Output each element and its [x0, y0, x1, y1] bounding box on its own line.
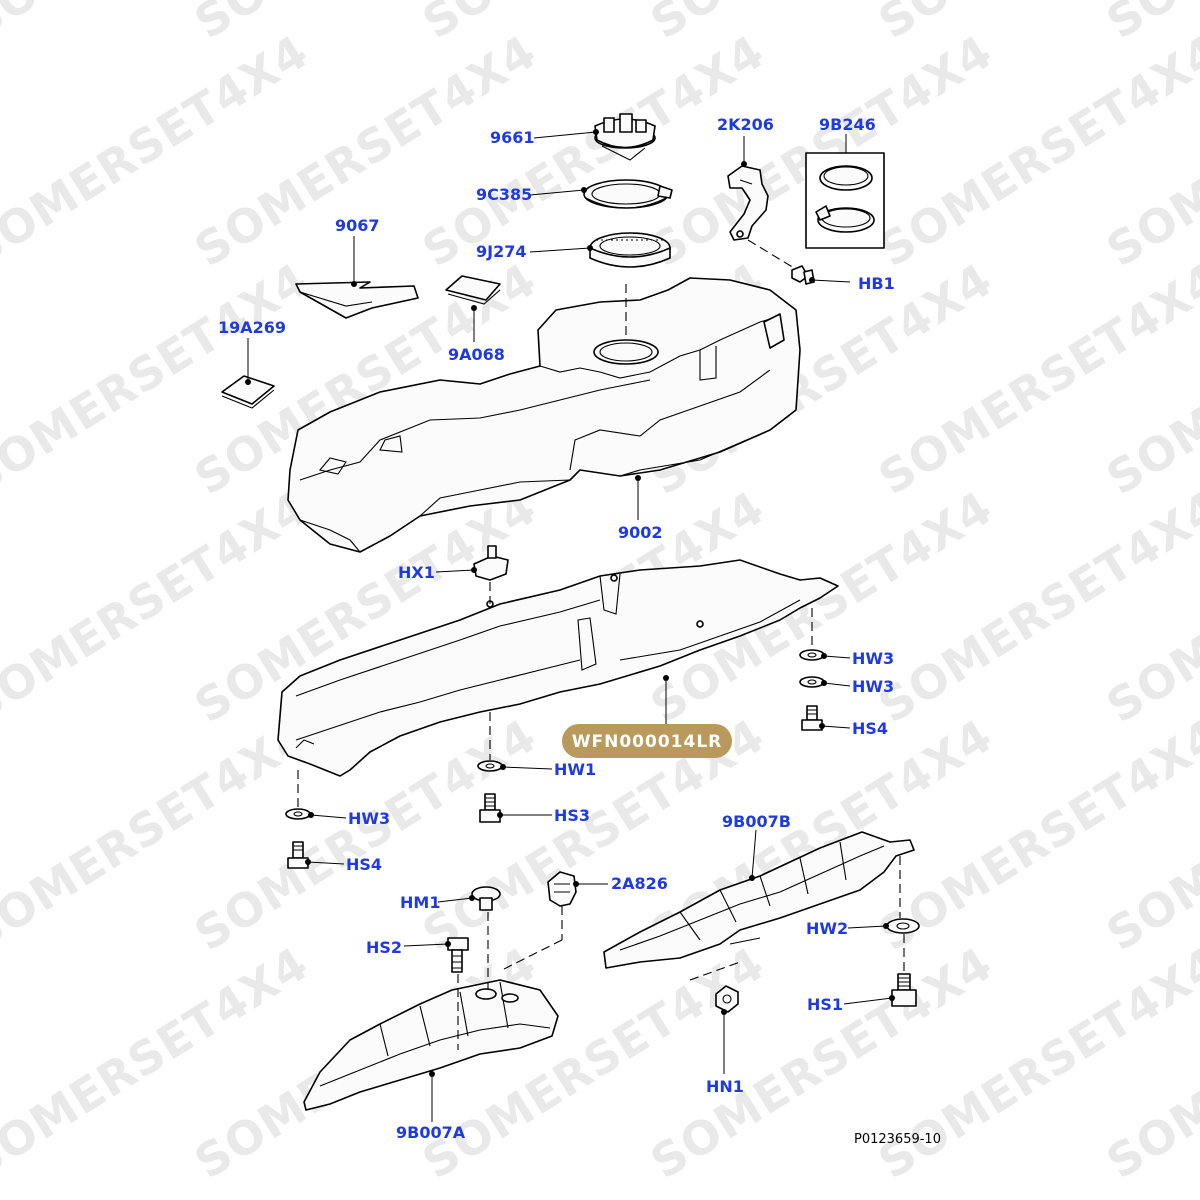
label-9b007b[interactable]: 9B007B — [722, 812, 791, 831]
label-9b007a[interactable]: 9B007A — [396, 1123, 466, 1142]
label-9j274[interactable]: 9J274 — [476, 242, 526, 261]
label-hw3-lower[interactable]: HW3 — [852, 677, 894, 696]
label-19a269[interactable]: 19A269 — [218, 318, 286, 337]
label-hs4-right[interactable]: HS4 — [852, 719, 888, 738]
washer-hw3-upper[interactable] — [799, 649, 825, 661]
label-hw3-left[interactable]: HW3 — [348, 809, 390, 828]
label-9002[interactable]: 9002 — [618, 523, 663, 542]
washer-hw1[interactable] — [477, 760, 503, 772]
badge-text: WFN000014LR — [572, 732, 723, 752]
label-9067[interactable]: 9067 — [335, 216, 380, 235]
skid-shield-wfn000014lr[interactable] — [277, 559, 839, 777]
leader-lines — [245, 129, 905, 1122]
nut-hn1[interactable] — [715, 985, 739, 1013]
seal-9j274[interactable] — [589, 232, 671, 268]
label-2a826[interactable]: 2A826 — [611, 874, 668, 893]
label-hw3-upper[interactable]: HW3 — [852, 649, 894, 668]
locking-ring-9c385[interactable] — [583, 179, 673, 209]
bolt-hs3[interactable] — [479, 793, 501, 823]
label-9661[interactable]: 9661 — [490, 128, 535, 147]
bracket-2k206[interactable] — [727, 165, 769, 241]
label-hb1[interactable]: HB1 — [858, 274, 895, 293]
washer-hw3-left[interactable] — [285, 808, 311, 820]
label-2k206[interactable]: 2K206 — [717, 115, 774, 134]
bolt-hs4-left[interactable] — [287, 841, 309, 869]
heat-shield-9b007b[interactable] — [603, 831, 915, 969]
label-9b246[interactable]: 9B246 — [819, 115, 876, 134]
clamp-kit-9b246[interactable] — [805, 152, 885, 249]
pad-9067[interactable] — [295, 281, 419, 319]
part-labels: 9661 9C385 9J274 2K206 9B246 HB1 9067 9A… — [218, 115, 895, 1142]
label-hx1[interactable]: HX1 — [398, 563, 435, 582]
pin-hm1[interactable] — [471, 886, 501, 911]
washer-hw3-lower[interactable] — [799, 676, 825, 688]
label-hs2[interactable]: HS2 — [366, 938, 402, 957]
label-hw2[interactable]: HW2 — [806, 919, 848, 938]
washer-hw2[interactable] — [886, 918, 920, 934]
figure-reference: P0123659-10 — [854, 1132, 941, 1147]
fuel-sender-9661[interactable] — [594, 113, 656, 161]
label-hw1[interactable]: HW1 — [554, 760, 596, 779]
clip-hx1[interactable] — [473, 545, 509, 581]
label-9c385[interactable]: 9C385 — [476, 185, 532, 204]
highlight-badge[interactable]: WFN000014LR — [562, 724, 732, 758]
clip-2a826[interactable] — [547, 871, 577, 907]
label-9a068[interactable]: 9A068 — [448, 345, 505, 364]
label-hm1[interactable]: HM1 — [400, 893, 440, 912]
label-hs1[interactable]: HS1 — [807, 995, 843, 1014]
pad-9a068[interactable] — [445, 275, 501, 305]
label-hs3[interactable]: HS3 — [554, 806, 590, 825]
label-hs4-left[interactable]: HS4 — [346, 855, 382, 874]
fuel-tank-9002[interactable] — [287, 277, 801, 553]
bolt-hs4-right[interactable] — [801, 705, 823, 731]
heat-shield-9b007a[interactable] — [303, 979, 559, 1111]
pad-19a269[interactable] — [221, 375, 275, 409]
label-hn1[interactable]: HN1 — [706, 1077, 744, 1096]
